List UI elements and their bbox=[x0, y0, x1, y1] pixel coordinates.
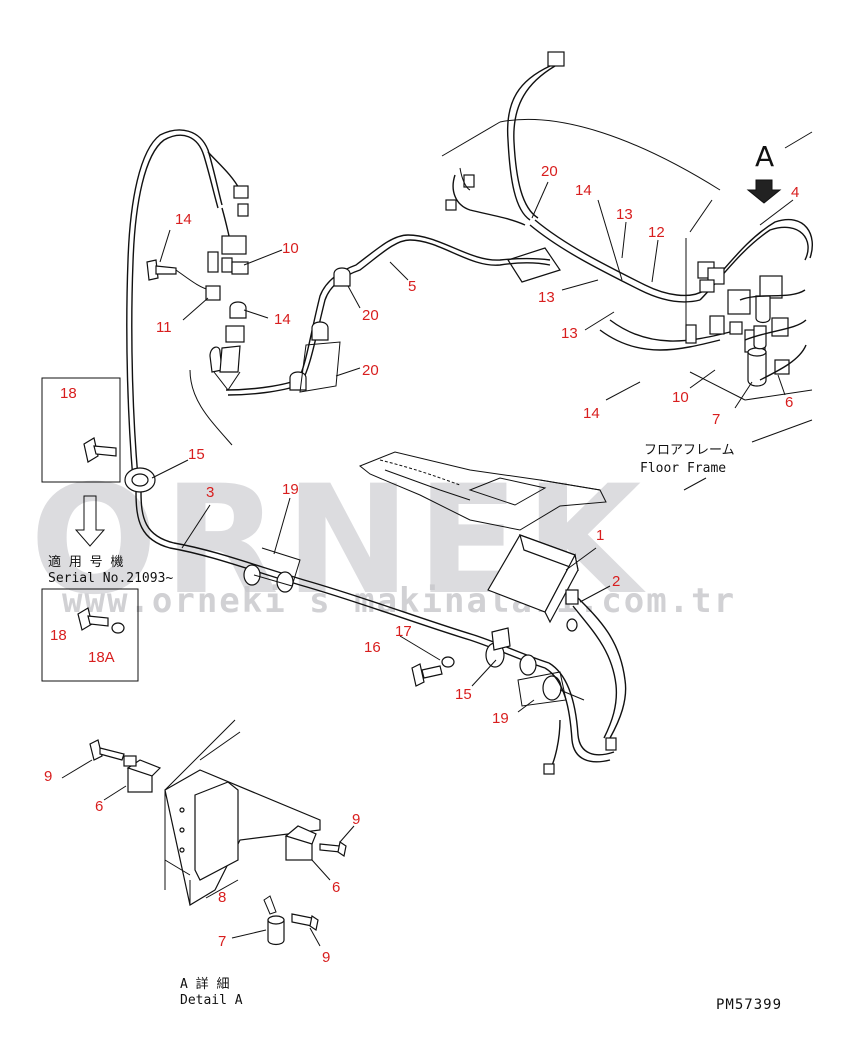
callout-18-inset: 18 bbox=[60, 385, 77, 402]
callout-10-top: 10 bbox=[282, 240, 299, 257]
serial-down-arrow-icon bbox=[74, 495, 106, 547]
floor-frame-en: Floor Frame bbox=[640, 461, 726, 476]
callout-13-top: 13 bbox=[616, 206, 633, 223]
callouts: 20 14 13 12 4 14 10 5 13 11 14 20 13 20 … bbox=[44, 163, 799, 966]
watermark-url: www.orneki s makinalari.com.tr bbox=[62, 581, 736, 621]
callout-4: 4 bbox=[791, 184, 799, 201]
serial-inset: 適 用 号 機 Serial No.21093~ bbox=[41, 377, 173, 682]
callout-9-right: 9 bbox=[352, 811, 360, 828]
callout-6-right: 6 bbox=[332, 879, 340, 896]
callout-14-right: 14 bbox=[583, 405, 600, 422]
inset-box-top bbox=[41, 377, 121, 483]
leader-lines bbox=[61, 181, 794, 947]
callout-20-mid: 20 bbox=[362, 307, 379, 324]
drawing-number: PM57399 bbox=[716, 997, 782, 1013]
callout-2: 2 bbox=[612, 573, 620, 590]
callout-3: 3 bbox=[206, 484, 214, 501]
callout-20-top: 20 bbox=[541, 163, 558, 180]
callout-9-left: 9 bbox=[44, 768, 52, 785]
cab-frame-outline bbox=[441, 118, 813, 443]
top-connector bbox=[547, 51, 565, 67]
detail-en: Detail A bbox=[180, 993, 243, 1008]
view-a-arrow-icon bbox=[746, 179, 782, 204]
callout-14-mid: 14 bbox=[274, 311, 291, 328]
view-letter: A bbox=[755, 140, 774, 173]
harness-3 bbox=[135, 491, 617, 775]
callout-13-mid: 13 bbox=[538, 289, 555, 306]
left-upper-harness bbox=[124, 129, 249, 493]
relay-bank: A bbox=[685, 140, 807, 387]
floor-frame bbox=[359, 451, 607, 531]
detail-a: A 詳 細 Detail A bbox=[89, 719, 347, 1008]
controller-box bbox=[487, 534, 627, 739]
callout-11: 11 bbox=[156, 319, 172, 336]
callout-15-top: 15 bbox=[188, 446, 205, 463]
callout-6-left: 6 bbox=[95, 798, 103, 815]
callout-10-right: 10 bbox=[672, 389, 689, 406]
labels: フロアフレーム Floor Frame PM57399 bbox=[640, 443, 782, 1013]
callout-19-bottom: 19 bbox=[492, 710, 509, 727]
serial-number: Serial No.21093~ bbox=[48, 571, 173, 586]
callout-20-low: 20 bbox=[362, 362, 379, 379]
callout-13-low: 13 bbox=[561, 325, 578, 342]
callout-17: 17 bbox=[395, 623, 412, 640]
callout-16: 16 bbox=[364, 639, 381, 656]
detail-jp: A 詳 細 bbox=[180, 976, 229, 992]
callout-6-top: 6 bbox=[785, 394, 793, 411]
callout-9-bottom: 9 bbox=[322, 949, 330, 966]
callout-8: 8 bbox=[218, 889, 226, 906]
callout-15-bottom: 15 bbox=[455, 686, 472, 703]
callout-19-top: 19 bbox=[282, 481, 299, 498]
floor-frame-jp: フロアフレーム bbox=[644, 443, 735, 458]
callout-14-top: 14 bbox=[575, 182, 592, 199]
callout-5: 5 bbox=[408, 278, 416, 295]
applicable-jp: 適 用 号 機 bbox=[48, 554, 123, 570]
relay-cylinder bbox=[747, 351, 767, 387]
callout-14-left: 14 bbox=[175, 211, 192, 228]
inset-box-bottom bbox=[41, 588, 139, 682]
callout-12: 12 bbox=[648, 224, 665, 241]
watermark: ORNEK www.orneki s makinalari.com.tr bbox=[30, 454, 736, 628]
callout-1: 1 bbox=[596, 527, 604, 544]
callout-18A: 18A bbox=[88, 649, 115, 666]
callout-18-serial: 18 bbox=[50, 627, 67, 644]
callout-7-top: 7 bbox=[712, 411, 720, 428]
callout-7-bottom: 7 bbox=[218, 933, 226, 950]
harness-5 bbox=[189, 234, 551, 446]
